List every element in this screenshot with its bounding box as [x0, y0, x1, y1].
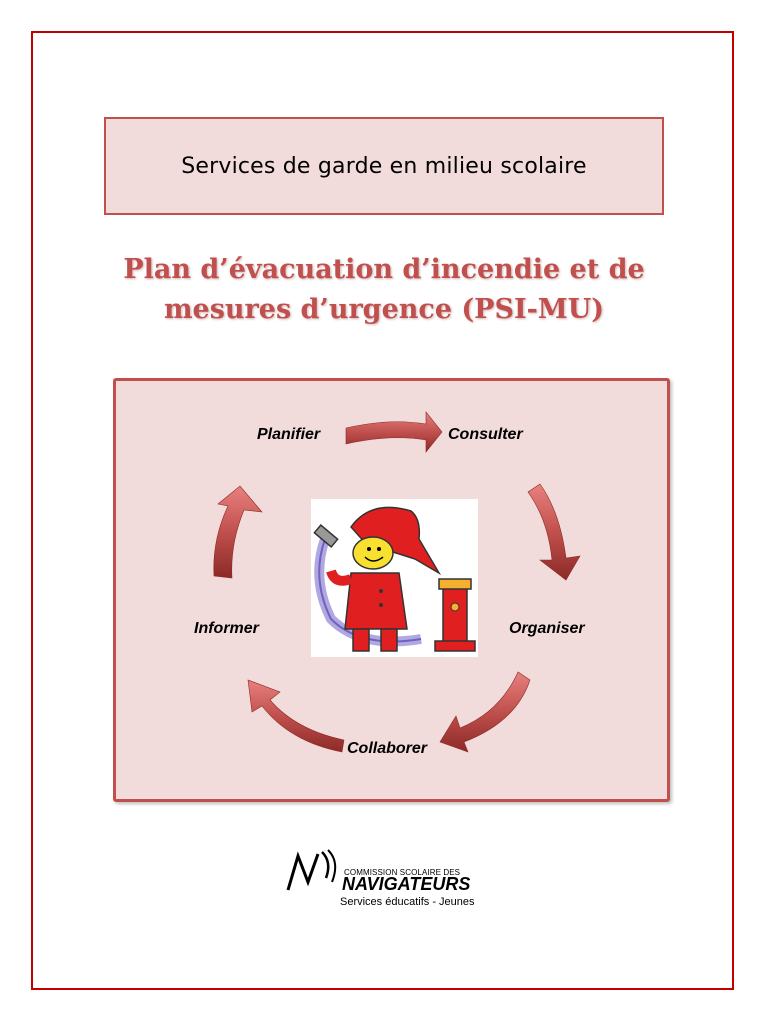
arrow-collaborer-informer	[247, 679, 345, 753]
document-title: Plan d’évacuation d’incendie et de mesur…	[104, 250, 664, 330]
logo-services-text: Services éducatifs - Jeunes	[340, 896, 475, 908]
arrow-planifier-consulter	[345, 411, 443, 453]
page-frame	[31, 31, 734, 990]
step-organiser: Organiser	[509, 620, 585, 637]
header-text: Services de garde en milieu scolaire	[181, 153, 587, 179]
firefighter-with-hydrant-icon	[311, 499, 478, 657]
step-collaborer: Collaborer	[347, 740, 428, 757]
step-informer: Informer	[194, 620, 259, 637]
logo-commission-text: COMMISSION SCOLAIRE DES	[344, 868, 461, 877]
arrow-consulter-organiser	[527, 483, 581, 581]
wave-logo-icon	[286, 849, 337, 891]
arrow-informer-planifier	[213, 485, 263, 579]
logo-navigateurs-text: NAVIGATEURS	[342, 874, 471, 894]
title-line-1: Plan d’évacuation d’incendie et de	[123, 254, 645, 285]
step-planifier: Planifier	[257, 426, 321, 443]
step-consulter: Consulter	[448, 426, 523, 443]
title-line-2: mesures d’urgence (PSI-MU)	[163, 294, 605, 325]
navigateurs-logo: COMMISSION SCOLAIRE DES NAVIGATEURS Serv…	[280, 846, 500, 916]
header-box: Services de garde en milieu scolaire	[104, 117, 664, 215]
arrow-organiser-collaborer	[439, 671, 531, 753]
